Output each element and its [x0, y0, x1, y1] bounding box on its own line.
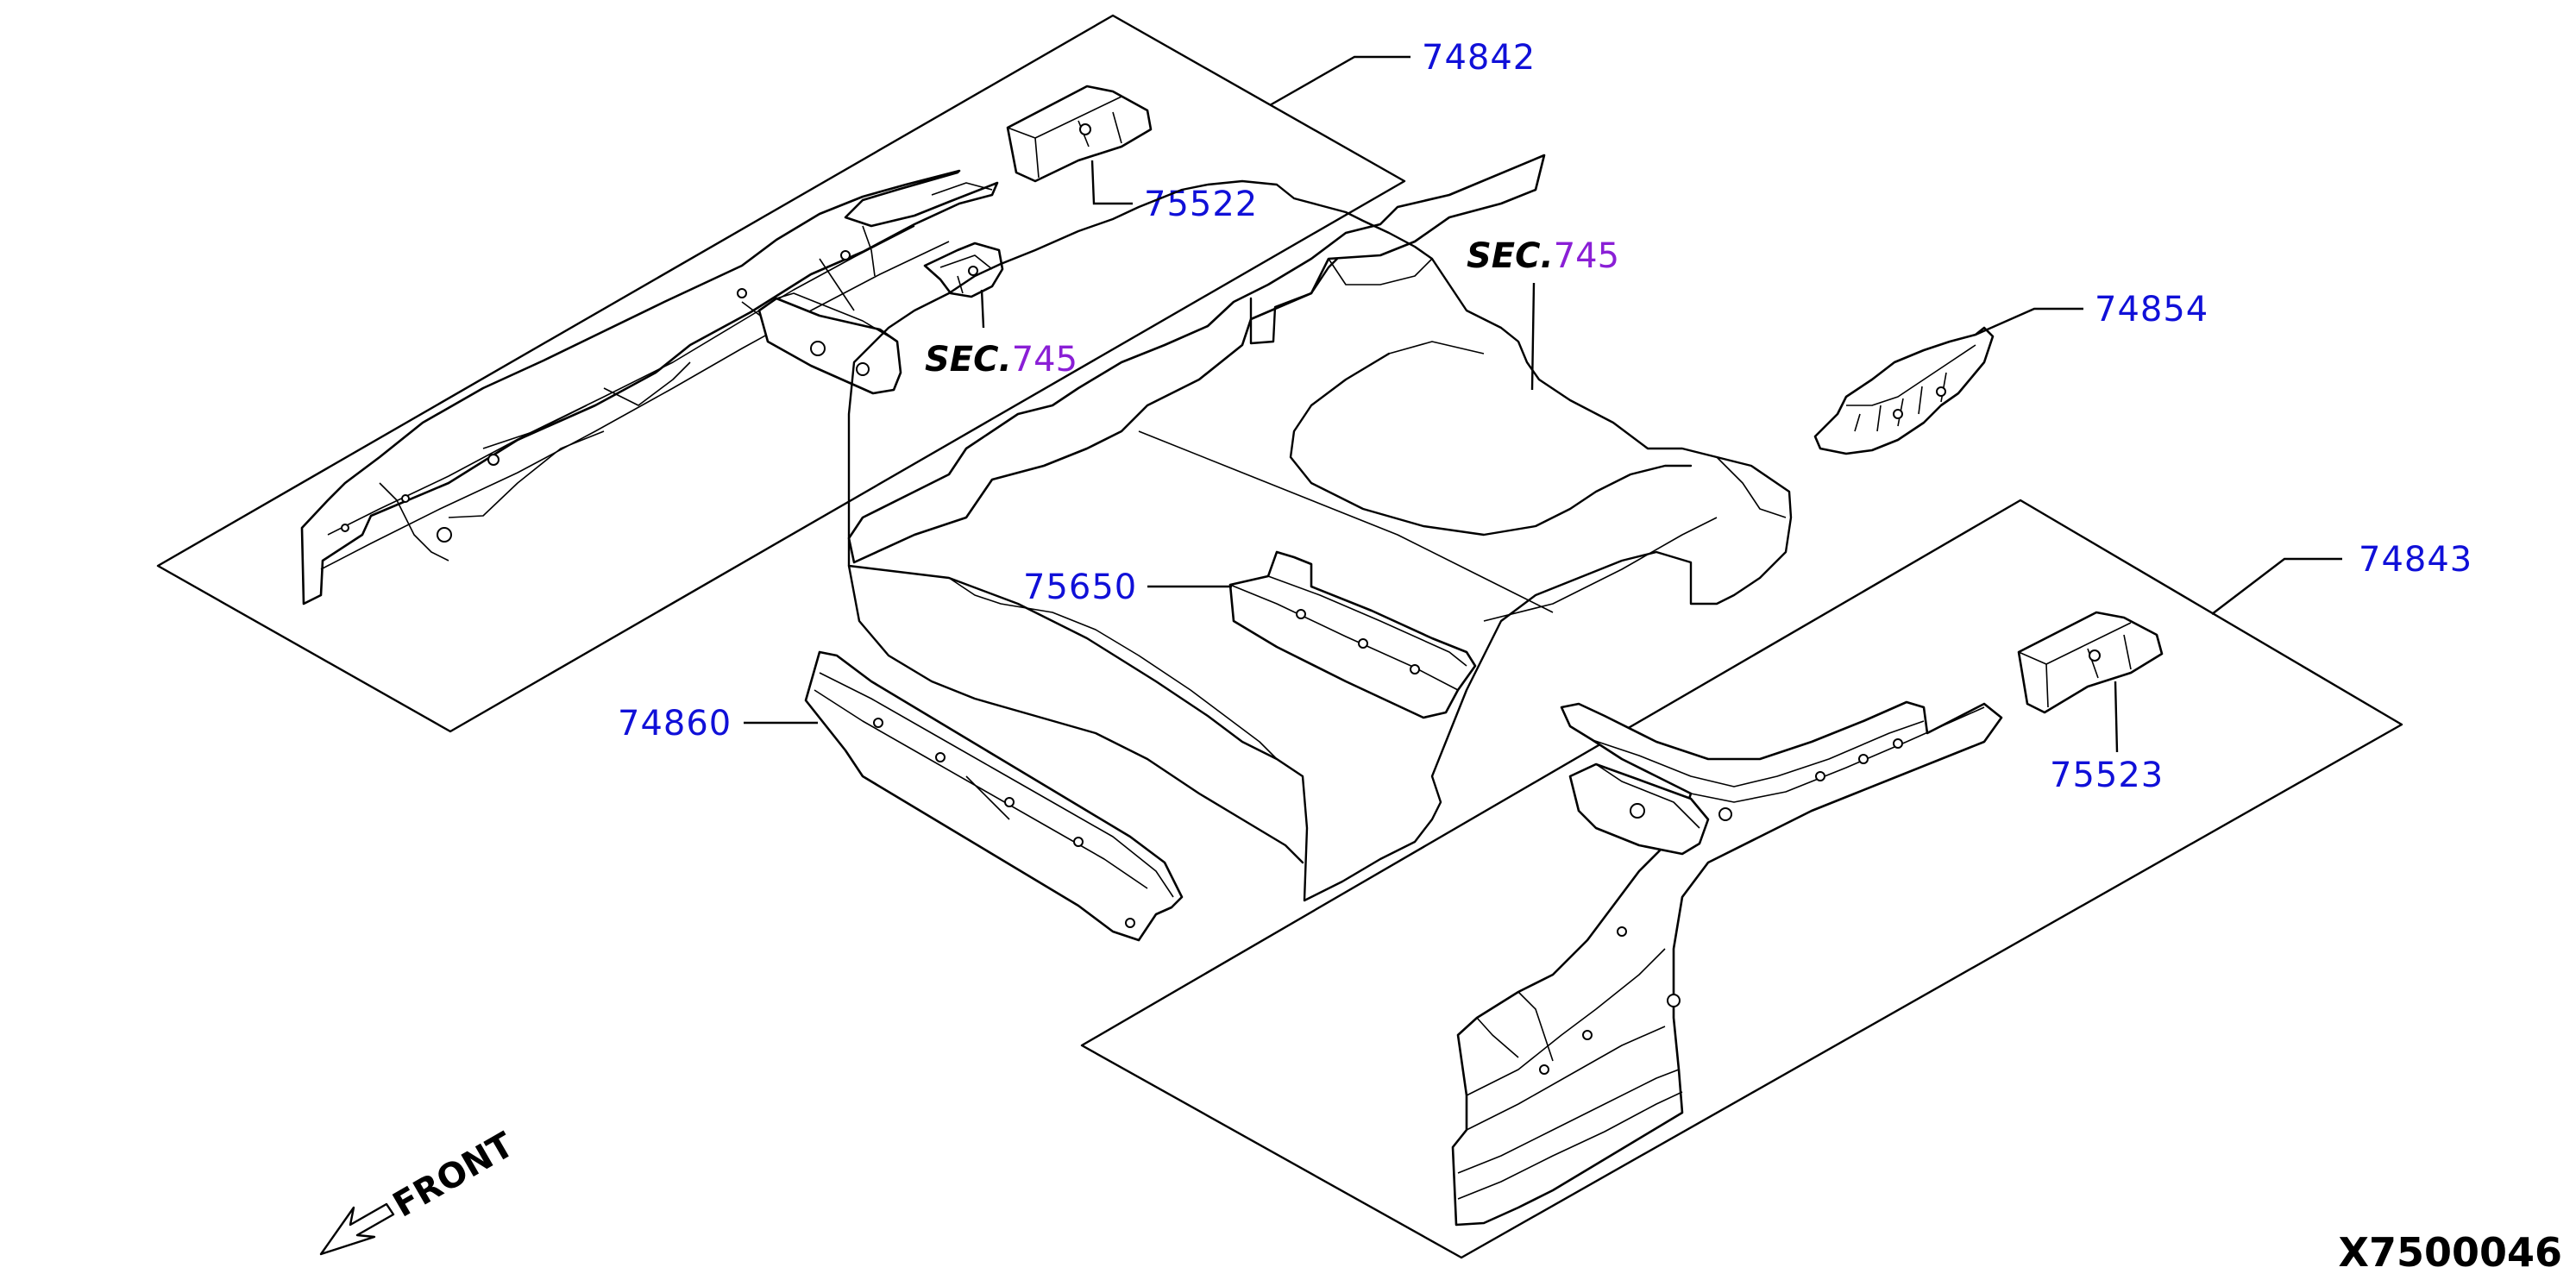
label-75523[interactable]: 75523	[2050, 756, 2164, 795]
label-75522[interactable]: 75522	[1144, 185, 1258, 224]
leader-74854	[1975, 307, 2083, 336]
diagram-code: X7500046	[2338, 1229, 2562, 1276]
sec-prefix-left: SEC.	[925, 340, 1012, 380]
sec-number-upper: 745	[1554, 236, 1619, 276]
front-label: FRONT	[386, 1125, 521, 1226]
sec-ref-upper[interactable]: SEC.745	[1467, 236, 1619, 276]
leader-75522	[1090, 160, 1133, 205]
rail-right	[1451, 700, 2003, 1227]
leader-sec745-upper	[1530, 282, 1536, 391]
rail-left	[300, 169, 999, 605]
front-arrow-icon	[319, 1202, 395, 1256]
part-74860: 74860	[618, 650, 1184, 942]
label-74843[interactable]: 74843	[2359, 540, 2472, 580]
rear-floor: SEC.745	[847, 154, 1793, 902]
part-75523: 75523	[2017, 611, 2164, 795]
label-75650[interactable]: 75650	[1023, 568, 1137, 607]
sec-ref-left[interactable]: SEC.745	[925, 340, 1078, 380]
leader-75523	[2114, 681, 2119, 753]
leader-sec745-left	[980, 289, 985, 329]
sec-prefix-upper: SEC.	[1467, 236, 1554, 276]
label-74842[interactable]: 74842	[1422, 38, 1536, 78]
label-74860[interactable]: 74860	[618, 704, 732, 744]
leader-74843	[2211, 557, 2342, 615]
sec-number-left: 745	[1012, 340, 1078, 380]
bracket-sec745-left: SEC.745	[923, 242, 1078, 380]
part-75650: 75650	[1023, 550, 1477, 719]
panel-74843: 74843	[1080, 499, 2472, 1259]
front-indicator: FRONT	[319, 1125, 521, 1256]
part-74854: 74854	[1813, 290, 2208, 455]
panel-74842: 74842	[156, 14, 1536, 733]
part-75522: 75522	[1006, 85, 1258, 224]
label-74854[interactable]: 74854	[2095, 290, 2208, 329]
leader-74842	[1269, 55, 1411, 107]
